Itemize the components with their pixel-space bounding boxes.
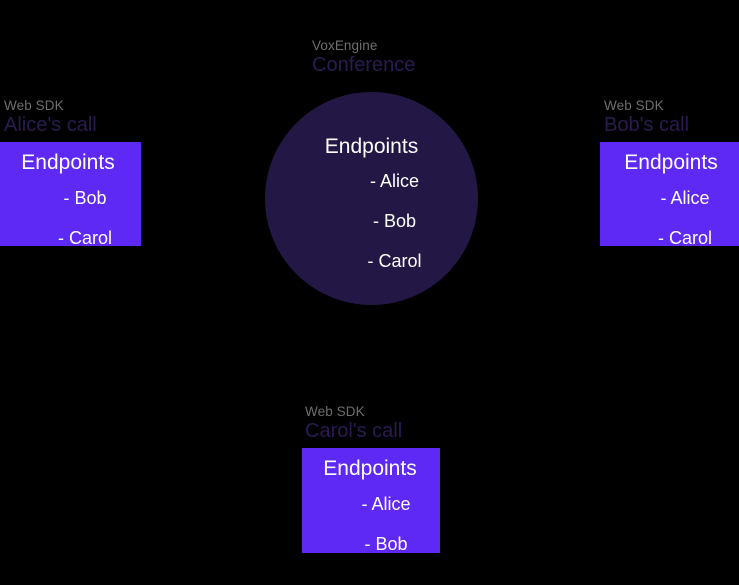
carol-label-group: Web SDK Carol's call xyxy=(305,404,403,443)
carol-kicker: Web SDK xyxy=(305,404,365,419)
list-item: - Bob xyxy=(372,211,417,231)
alice-title: Alice's call xyxy=(4,114,97,137)
carol-endpoints-list: - Alice - Bob xyxy=(302,495,440,553)
conference-endpoints-list: - Alice - Bob - Carol xyxy=(265,172,478,270)
list-item: - Alice xyxy=(369,171,420,191)
bob-endpoints-panel: Endpoints - Alice - Carol xyxy=(600,142,739,247)
bob-endpoints-heading: Endpoints xyxy=(624,151,718,174)
alice-endpoints-panel: Endpoints - Bob - Carol xyxy=(0,142,141,247)
bob-label-group: Web SDK Bob's call xyxy=(604,98,689,137)
carol-endpoints-block: Endpoints - Alice - Bob xyxy=(302,458,440,553)
list-item: - Carol xyxy=(657,228,712,248)
alice-endpoints-block: Endpoints - Bob - Carol xyxy=(0,152,141,247)
list-item: - Alice xyxy=(660,188,710,208)
carol-title: Carol's call xyxy=(305,420,403,443)
bob-title: Bob's call xyxy=(604,114,689,137)
alice-kicker: Web SDK xyxy=(4,98,64,113)
conference-kicker: VoxEngine xyxy=(312,38,378,53)
alice-label-group: Web SDK Alice's call xyxy=(4,98,97,137)
conference-circle: Endpoints - Alice - Bob - Carol xyxy=(265,92,478,305)
bob-endpoints-list: - Alice - Carol xyxy=(600,189,739,247)
bob-kicker: Web SDK xyxy=(604,98,664,113)
list-item: - Bob xyxy=(364,534,408,554)
conference-label-group: VoxEngine Conference xyxy=(312,38,416,77)
list-item: - Alice xyxy=(361,494,411,514)
bob-endpoints-block: Endpoints - Alice - Carol xyxy=(600,152,739,247)
carol-endpoints-panel: Endpoints - Alice - Bob xyxy=(302,448,440,553)
list-item: - Bob xyxy=(63,188,107,208)
conference-endpoints-block: Endpoints - Alice - Bob - Carol xyxy=(265,136,478,270)
list-item: - Carol xyxy=(367,251,422,271)
list-item: - Carol xyxy=(57,228,112,248)
alice-endpoints-list: - Bob - Carol xyxy=(0,189,141,247)
conference-endpoints-heading: Endpoints xyxy=(324,135,419,158)
conference-title: Conference xyxy=(312,54,416,77)
alice-endpoints-heading: Endpoints xyxy=(21,151,115,174)
carol-endpoints-heading: Endpoints xyxy=(323,457,417,480)
